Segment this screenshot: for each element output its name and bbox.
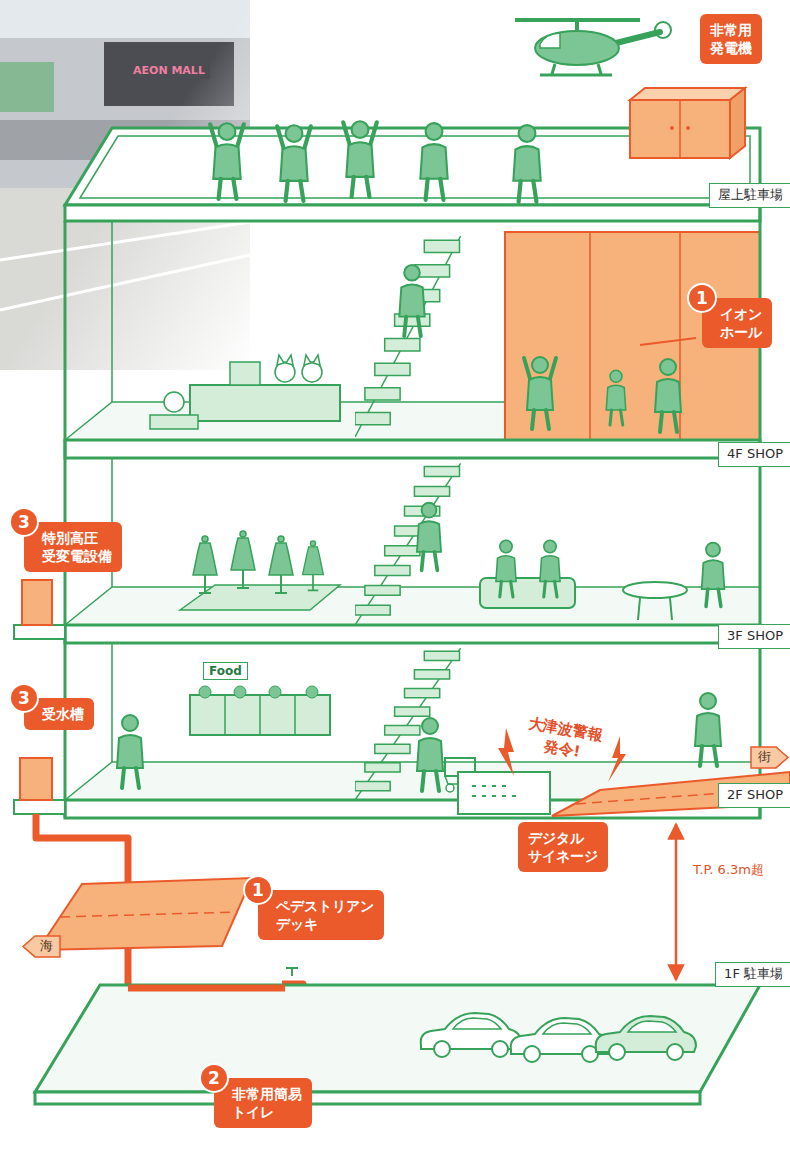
ground-floor	[35, 985, 760, 1104]
box-text: 海	[40, 938, 53, 955]
box-text: デジタル サイネージ	[528, 829, 598, 865]
floor-label: 1F 駐車場	[715, 962, 790, 987]
box-text: 受水槽	[42, 705, 84, 723]
box-text: 非常用 発電機	[710, 21, 752, 57]
floor-label: 4F SHOP	[718, 442, 790, 467]
box-text: 非常用簡易 トイレ	[232, 1085, 302, 1121]
callout-box: 3受水槽	[24, 698, 94, 730]
callout-box: デジタル サイネージ	[518, 822, 608, 872]
callout-box: 非常用 発電機	[700, 14, 762, 64]
floor-3f-scene	[180, 463, 724, 625]
people-roof	[210, 121, 540, 202]
floor-label: 屋上駐車場	[709, 183, 790, 208]
digital-signage-board	[458, 772, 550, 814]
box-text: 特別高圧 受変電設備	[42, 529, 112, 565]
callout-number: 1	[687, 283, 717, 313]
dimension-label: T.P. 6.3m超	[690, 860, 767, 880]
floor-label: 2F SHOP	[718, 783, 790, 808]
sign-text: AEON MALL	[128, 62, 210, 79]
arrow-tag-outline	[751, 747, 788, 768]
box-text: 屋上駐車場	[718, 187, 783, 204]
callout-number: 1	[243, 875, 273, 905]
box-text: 4F SHOP	[727, 446, 783, 463]
floor-2f-scene	[117, 648, 626, 814]
callout-box: 1イオン ホール	[702, 298, 772, 348]
box-text: 1F 駐車場	[724, 966, 783, 983]
building	[14, 128, 760, 818]
sign-text: Food	[203, 662, 248, 680]
direction-tag: 海	[22, 935, 61, 958]
callout-number: 2	[199, 1063, 229, 1093]
height-dimension-arrow	[676, 824, 677, 980]
helicopter	[515, 20, 671, 75]
emergency-generator	[630, 88, 745, 158]
callout-box: 2非常用簡易 トイレ	[214, 1078, 312, 1128]
box-text: 2F SHOP	[727, 787, 783, 804]
box-text: 街	[758, 749, 771, 766]
warning-text: 大津波警報 発令!	[523, 714, 604, 765]
box-text: 3F SHOP	[727, 628, 783, 645]
callout-number: 3	[9, 683, 39, 713]
floor-4f-scene	[150, 236, 696, 437]
box-text: ペデストリアン デッキ	[276, 897, 374, 933]
arrow-tag-outline	[23, 936, 60, 957]
floor-label: 3F SHOP	[718, 624, 790, 649]
callout-box: 3特別高圧 受変電設備	[24, 522, 122, 572]
callout-number: 3	[9, 507, 39, 537]
direction-tag: 街	[750, 746, 789, 769]
box-text: イオン ホール	[720, 305, 762, 341]
callout-box: 1ペデストリアン デッキ	[258, 890, 384, 940]
